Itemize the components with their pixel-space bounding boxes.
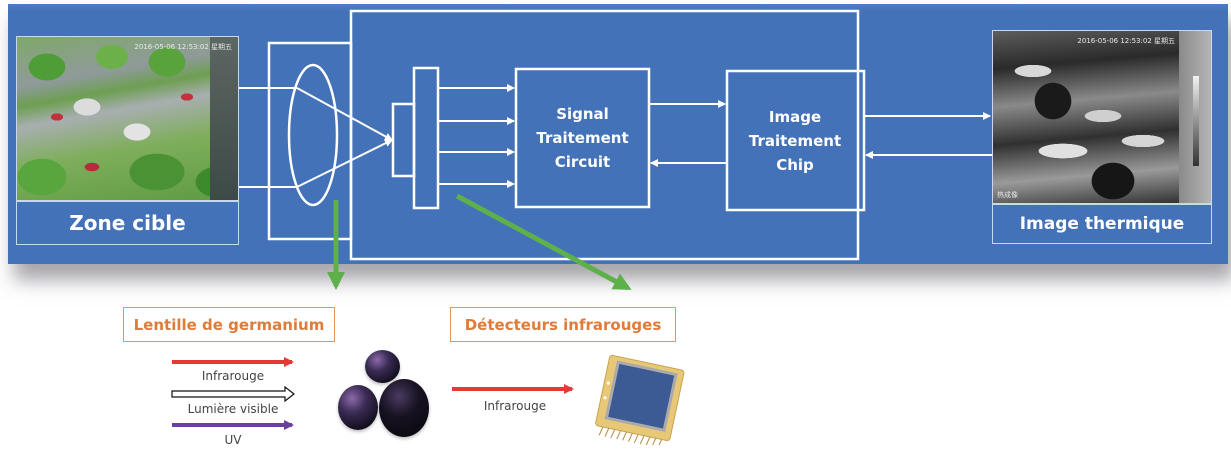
detector-infrared-label: Infrarouge: [483, 399, 547, 413]
thermal-image-photo: 2016-05-06 12:53:02 星期五 热成像: [992, 30, 1212, 204]
lens-ellipse-icon: [287, 63, 339, 207]
temperature-scale-bar: [1193, 76, 1199, 166]
uv-label: UV: [224, 433, 242, 447]
image-chip-label: Image Traitement Chip: [727, 73, 863, 209]
image-label-line1: Image: [768, 108, 822, 126]
detector-pointer-arrow: [455, 193, 632, 291]
signal-label-line3: Circuit: [554, 153, 611, 171]
detector-array-rect: [412, 66, 440, 210]
visible-light-label: Lumière visible: [187, 402, 279, 416]
lens-small-icon: [365, 350, 400, 383]
ir-detector-chip-icon: [595, 354, 685, 445]
camera-body-box: [349, 9, 860, 261]
germanium-lenses-icon: [330, 345, 440, 445]
lens-medium-icon: [338, 385, 378, 430]
thermal-corner-text: 热成像: [997, 191, 1018, 199]
target-zone-photo: 2016-05-06 12:53:02 星期五: [16, 36, 239, 201]
signal-circuit-block: [514, 67, 651, 209]
ray-converge-top: [296, 87, 393, 141]
zone-cible-label: Zone cible: [16, 201, 239, 245]
ray-converge-bottom: [296, 139, 393, 188]
image-label-line3: Chip: [776, 156, 814, 174]
zone-overlay-text: 2016-05-06 12:53:02 星期五: [134, 43, 232, 51]
image-label-line2: Traitement: [748, 132, 842, 150]
optics-box: [267, 41, 353, 241]
visible-light-arrow: [171, 385, 295, 403]
image-thermique-label: Image thermique: [992, 204, 1212, 244]
image-chip-block: [725, 69, 866, 212]
detector-small-rect: [391, 102, 416, 178]
signal-circuit-label: Signal Traitement Circuit: [516, 70, 649, 206]
lens-large-icon: [379, 379, 429, 437]
signal-label-line2: Traitement: [536, 129, 629, 147]
infrared-detector-callout: Détecteurs infrarouges: [450, 307, 676, 342]
thermal-timestamp: 2016-05-06 12:53:02 星期五: [1077, 37, 1175, 45]
germanium-lens-callout: Lentille de germanium: [123, 307, 335, 342]
infrared-label: Infrarouge: [201, 369, 265, 383]
signal-label-line1: Signal: [556, 105, 609, 123]
